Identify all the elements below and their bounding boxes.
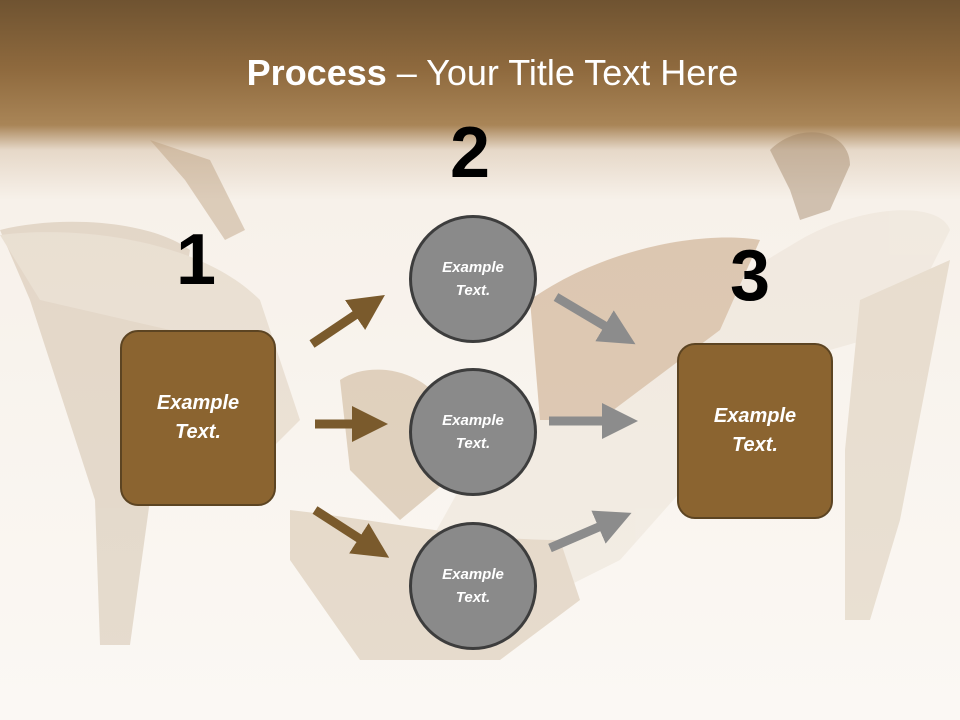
inner-shoe — [530, 237, 760, 420]
step-number-2: 2 — [450, 113, 491, 193]
step-3-box-text: Example Text. — [713, 405, 797, 456]
step-3-box[interactable]: Example Text. — [677, 343, 833, 519]
left-shoe-heel — [0, 221, 190, 645]
step-number-1: 1 — [176, 220, 217, 300]
step-number-3: 3 — [730, 236, 771, 316]
title-rest: – Your Title Text Here — [386, 52, 739, 93]
arrow-1-to-bottom — [312, 506, 390, 558]
step-1-box[interactable]: Example Text. — [120, 330, 276, 506]
slide-title: Process – Your Title Text Here — [0, 52, 960, 94]
right-shoe-heel — [845, 260, 950, 620]
circle-middle[interactable]: Example Text. — [409, 368, 537, 496]
circle-top[interactable]: Example Text. — [409, 215, 537, 343]
arrow-1-to-top — [309, 294, 385, 348]
circle-bottom[interactable]: Example Text. — [409, 522, 537, 650]
left-strap — [150, 140, 245, 240]
circle-top-text: Example Text. — [442, 259, 504, 299]
title-bold: Process — [246, 52, 387, 93]
circle-middle-text: Example Text. — [442, 412, 504, 452]
right-strap — [770, 132, 850, 220]
circle-bottom-text: Example Text. — [442, 566, 504, 606]
arrow-bottom-to-3 — [548, 510, 632, 553]
step-1-box-text: Example Text. — [156, 392, 240, 443]
arrow-top-to-3 — [553, 293, 636, 345]
